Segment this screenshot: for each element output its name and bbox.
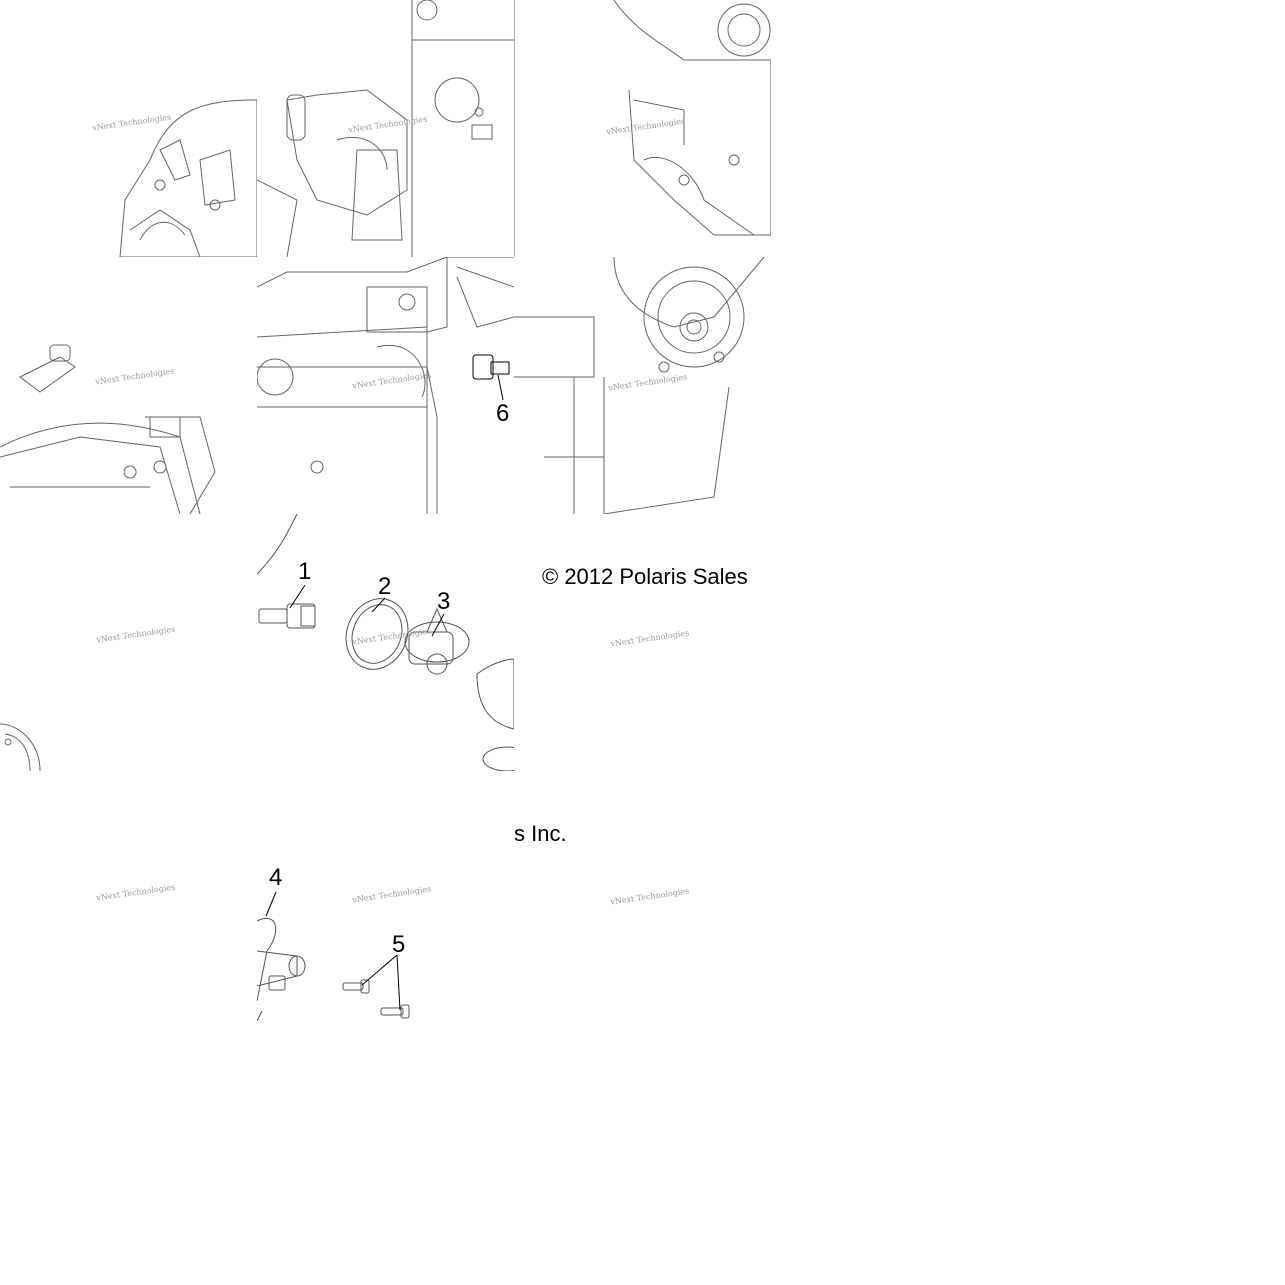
callout-3: 3: [437, 588, 451, 615]
engine-tile-r2c1: [0, 257, 257, 514]
callout-4: 4: [269, 864, 283, 891]
engine-tile-r2c3: [514, 257, 771, 514]
part-1-sensor: [258, 603, 316, 629]
part-4-housing: [257, 917, 306, 1022]
part-3-thermostat: [404, 607, 470, 675]
copyright-fragment-left: © 2012 Polaris Sales: [542, 566, 748, 588]
copyright-fragment-right: s Inc.: [514, 821, 567, 846]
part-housing: [476, 658, 514, 771]
engine-tile-r1c2: [257, 0, 514, 257]
engine-tile-r3c1: [0, 514, 257, 771]
engine-tile-r2c2: [257, 257, 514, 514]
callout-1: 1: [298, 558, 312, 585]
engine-tile-r3c2: [257, 514, 514, 771]
callout-5: 5: [392, 931, 406, 958]
engine-tile-r1c3: [514, 0, 771, 257]
part-5-bolts: [342, 979, 410, 1019]
callout-2: 2: [378, 573, 392, 600]
callout-6: 6: [496, 400, 510, 427]
engine-tile-r4c2: [257, 771, 514, 1028]
part-2-seal: [345, 598, 409, 670]
engine-tile-r1c1: [0, 0, 257, 257]
